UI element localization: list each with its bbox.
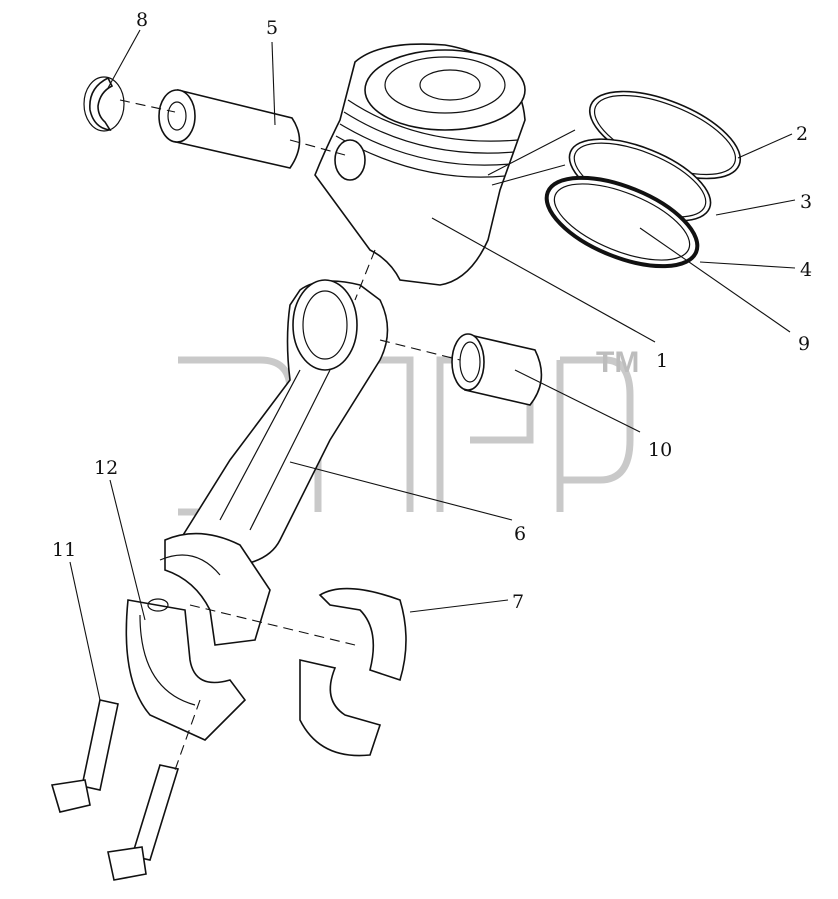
leader-lines bbox=[69, 29, 796, 701]
callout-10: 10 bbox=[648, 439, 672, 461]
oil-ring-part-4 bbox=[544, 175, 700, 269]
rod-cap-part-12 bbox=[125, 598, 247, 741]
callout-9: 9 bbox=[798, 333, 810, 355]
callout-labels: 1 2 3 4 5 6 7 8 9 10 11 12 bbox=[52, 9, 812, 613]
assembly-axis-lines bbox=[119, 99, 461, 771]
watermark-glyph-4 bbox=[556, 356, 634, 512]
leader-11 bbox=[69, 561, 101, 701]
piston-part-1 bbox=[314, 43, 526, 286]
leader-8 bbox=[107, 29, 141, 89]
leader-1 bbox=[431, 217, 656, 343]
leader-6 bbox=[289, 461, 513, 521]
piston-pin-part-5 bbox=[158, 88, 301, 169]
leader-4 bbox=[699, 261, 796, 269]
callout-4: 4 bbox=[800, 259, 812, 281]
callout-11: 11 bbox=[52, 539, 76, 561]
circlip-part-8 bbox=[83, 76, 125, 132]
callout-5: 5 bbox=[266, 17, 278, 39]
watermark-tm: TM bbox=[596, 346, 639, 379]
leader-10 bbox=[514, 369, 641, 433]
connecting-rod-part-6 bbox=[159, 279, 389, 646]
callout-12: 12 bbox=[94, 457, 118, 479]
leader-7 bbox=[409, 599, 509, 613]
bolt-upper-part-11 bbox=[50, 699, 119, 813]
leader-3 bbox=[715, 199, 796, 216]
bearing-shell-upper-part-7 bbox=[318, 587, 407, 682]
callout-2: 2 bbox=[796, 123, 808, 145]
leader-12 bbox=[109, 479, 146, 621]
leader-5 bbox=[271, 41, 276, 126]
callout-7: 7 bbox=[512, 591, 524, 613]
leader-9 bbox=[639, 227, 791, 333]
callout-6: 6 bbox=[514, 523, 526, 545]
callout-3: 3 bbox=[800, 191, 812, 213]
callout-1: 1 bbox=[656, 350, 668, 372]
small-end-bush-part-10 bbox=[451, 333, 543, 406]
bearing-shell-lower-part-7 bbox=[299, 658, 382, 757]
bolt-lower-part-11 bbox=[107, 764, 180, 881]
callout-8: 8 bbox=[136, 9, 148, 31]
leader-2 bbox=[737, 133, 793, 159]
